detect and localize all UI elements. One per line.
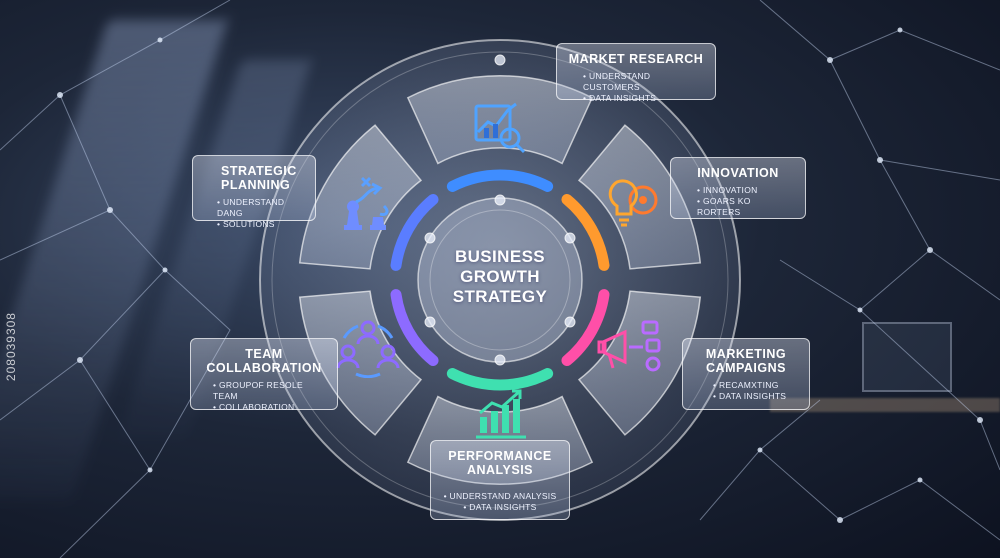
segment-strategic-planning [298,124,423,270]
bullet-item: GROUPOF RESOLE TEAM [213,380,327,402]
ring-arc-indigo [390,194,439,271]
bullet-item: RECAMXTING [713,380,799,391]
chess-strategy-icon [344,176,389,230]
label-innovation: INNOVATION INNOVATION GOARS KO RORTERS [670,157,806,219]
label-title: PERFORMANCE ANALYSIS [448,449,552,477]
label-team-collaboration: TEAM COLLABORATION GROUPOF RESOLE TEAM C… [190,338,338,413]
label-market-research: MARKET RESEARCH UNDERSTAND CUSTOMERS DAT… [556,43,716,103]
bullet-item: COLLABORATION [213,402,327,413]
bullet-item: GOARS KO RORTERS [697,196,795,218]
label-title: MARKETING CAMPAIGNS [705,347,787,375]
lightbulb-gear-icon [608,179,658,227]
background-desk [770,398,1000,412]
ring-arc-green [446,368,554,391]
label-performance-analysis: PERFORMANCE ANALYSIS UNDERSTAND ANALYSIS… [430,440,570,520]
label-title: STRATEGIC PLANNING [221,164,297,192]
ring-arc-violet [390,289,439,366]
label-title: MARKET RESEARCH [568,52,704,66]
growth-chart-icon [476,389,526,439]
bullet-item: UNDERSTAND CUSTOMERS [583,71,705,93]
ring-arc-orange [561,194,610,271]
label-strategic-planning: STRATEGIC PLANNING UNDERSTAND DANG SOLUT… [192,155,316,229]
bullet-item: SOLUTIONS [217,219,305,230]
background-monitor [862,322,952,392]
segment-marketing-campaigns [577,290,702,436]
segment-innovation [577,124,702,270]
megaphone-icon [597,320,661,372]
bullet-item: UNDERSTAND ANALYSIS [441,491,559,502]
label-marketing-campaigns: MARKETING CAMPAIGNS RECAMXTING DATA INSI… [682,338,810,410]
label-title: INNOVATION [697,166,779,180]
bullet-item: DATA INSIGHTS [441,502,559,513]
ring-arc-blue [446,169,554,192]
bullet-item: DATA INSIGHTS [583,93,705,104]
stock-id-watermark: 208039308 [4,312,18,382]
bullet-item: INNOVATION [697,185,795,196]
team-icon [336,320,400,378]
ring-arc-pink [561,289,610,366]
center-title: BUSINESS GROWTH STRATEGY [452,247,548,306]
bullet-item: UNDERSTAND DANG [217,197,305,219]
label-title: TEAM COLLABORATION [206,347,322,375]
chart-magnifier-icon [474,102,526,154]
bullet-item: DATA INSIGHTS [713,391,799,402]
